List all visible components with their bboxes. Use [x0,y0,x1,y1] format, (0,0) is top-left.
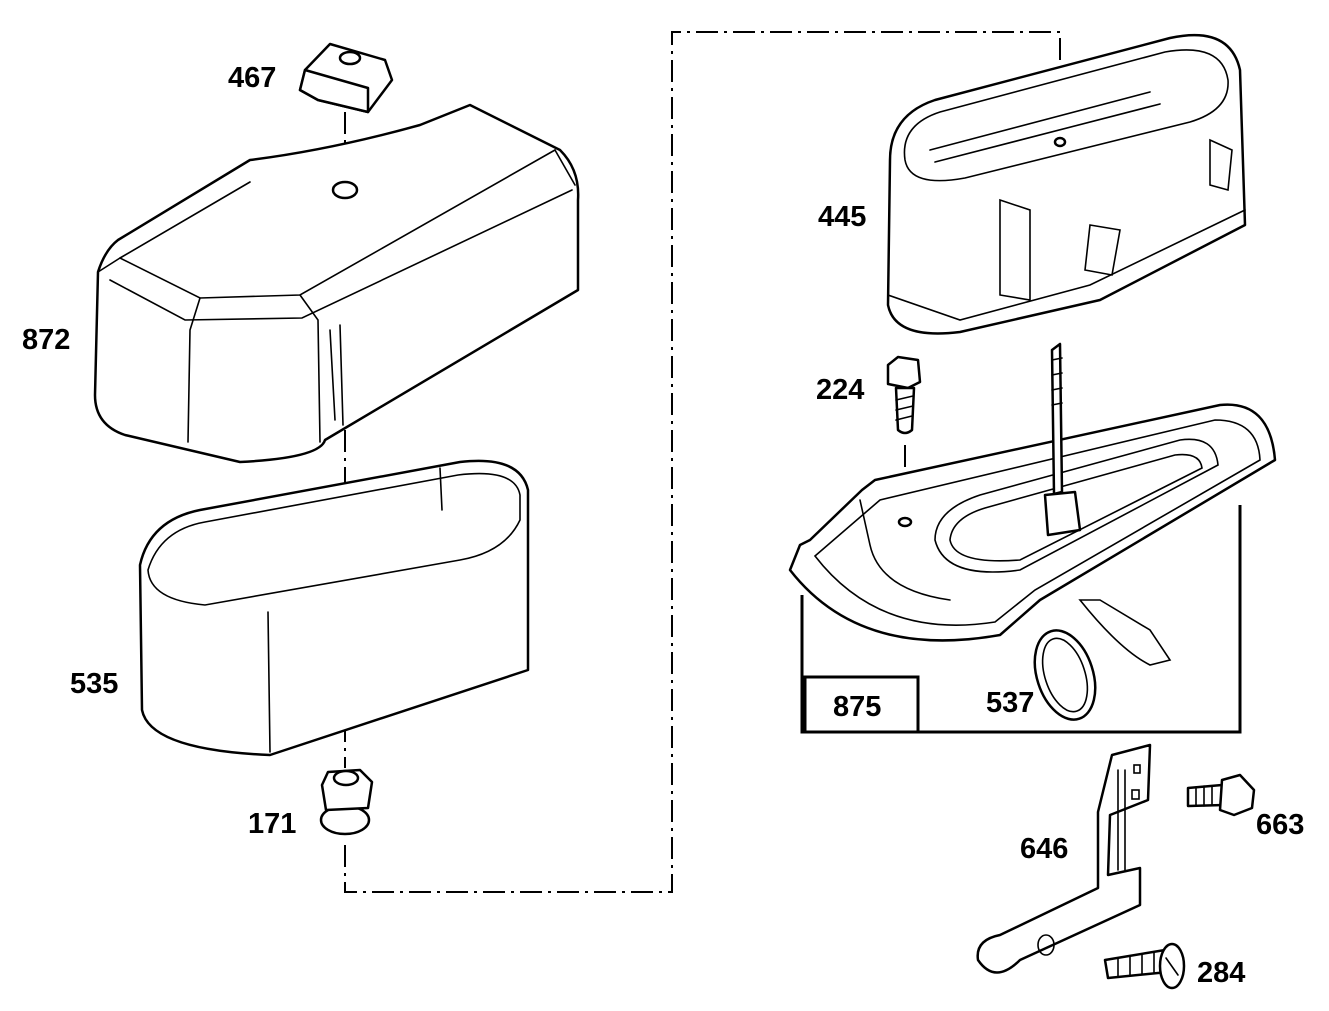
part-875-label-box [803,675,920,734]
callout-872: 872 [22,324,70,356]
part-467-knob [298,42,394,114]
callout-224: 224 [816,374,864,406]
callout-646: 646 [1020,833,1068,865]
callout-875: 875 [833,691,881,723]
part-875-base [788,342,1277,666]
part-872-cover [93,103,580,464]
callout-467: 467 [228,62,276,94]
part-537-gasket [1033,629,1097,721]
part-445-filter [886,33,1247,335]
callout-284: 284 [1197,957,1245,989]
callout-445: 445 [818,201,866,233]
part-284-screw [1103,942,1186,990]
part-535-precleaner [138,459,530,757]
part-171-nut [319,768,374,836]
assembly-connection-line [344,31,1061,893]
callout-171: 171 [248,808,296,840]
part-875-bracket-frame [800,505,1242,734]
part-646-bracket [976,743,1152,974]
part-224-bolt [886,355,922,435]
callout-663: 663 [1256,809,1304,841]
part-663-screw [1186,773,1256,817]
callout-535: 535 [70,668,118,700]
callout-537: 537 [986,687,1034,719]
